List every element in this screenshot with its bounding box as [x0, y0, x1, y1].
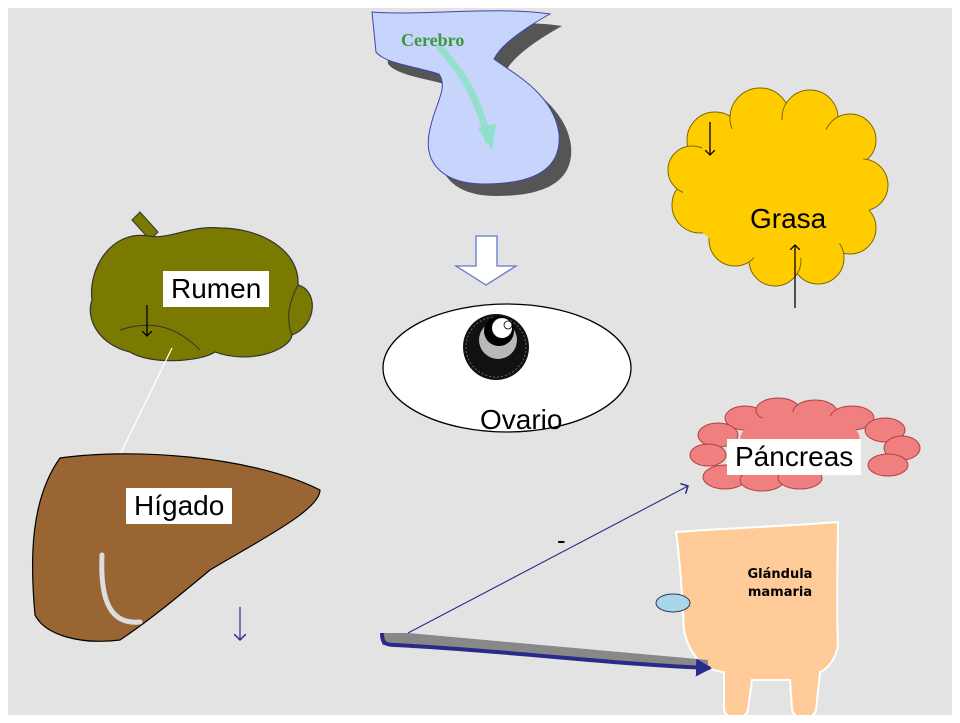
liver-shape	[33, 454, 320, 641]
minus-sign-label: -	[557, 525, 566, 556]
pancreas-label: Páncreas	[727, 439, 861, 475]
hollow-down-arrow	[456, 236, 516, 285]
diagram-canvas: Cerebro Grasa Rumen Ovario Páncreas Híga…	[8, 8, 952, 715]
higado-label: Hígado	[126, 488, 232, 524]
fat-shape	[668, 88, 888, 308]
diagram-drawing	[8, 8, 952, 715]
glandula-label-line2: mamaria	[740, 584, 820, 602]
rumen-label: Rumen	[163, 271, 269, 307]
grasa-label: Grasa	[750, 203, 826, 235]
ovario-label: Ovario	[480, 404, 562, 436]
glandula-mamaria-label: Glándula mamaria	[740, 566, 820, 602]
udder-shape	[656, 522, 838, 715]
cerebro-label: Cerebro	[401, 30, 464, 51]
glandula-label-line1: Glándula	[740, 566, 820, 584]
